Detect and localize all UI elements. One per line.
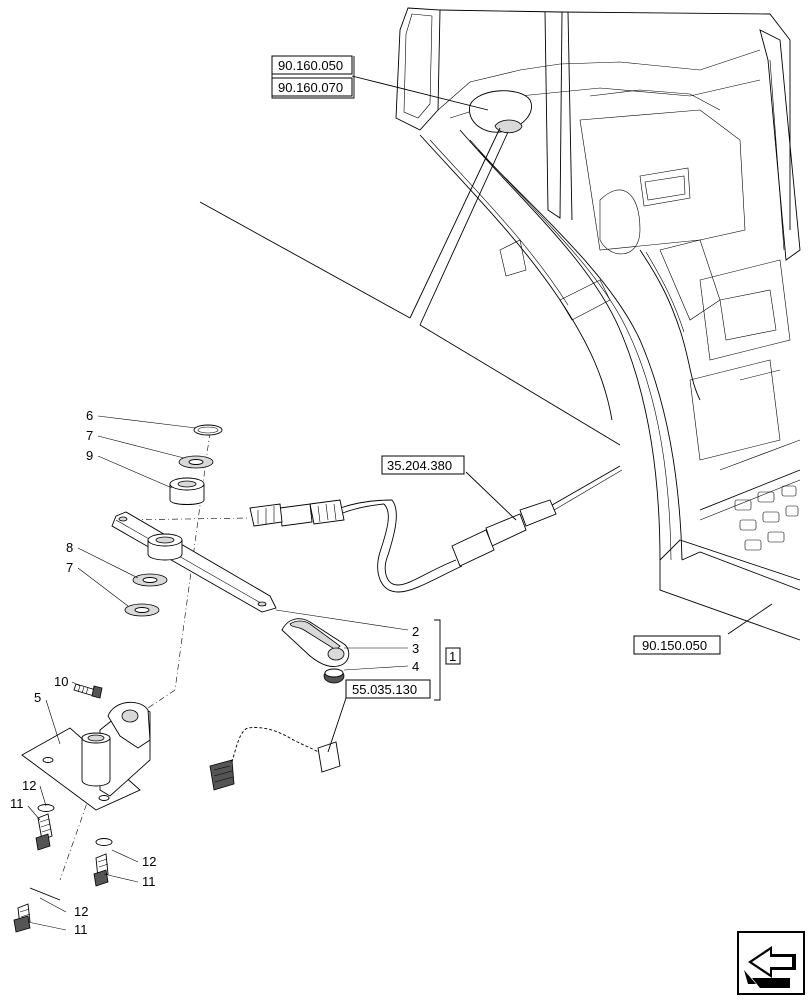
exploded-parts	[13, 424, 350, 933]
callout-6: 6	[86, 408, 93, 423]
callout-11c: 11	[74, 922, 88, 937]
callout-2: 2	[412, 624, 419, 639]
cab-structure	[395, 7, 801, 641]
reference-label-r5: 55.035.130	[352, 682, 417, 697]
callout-11a: 11	[10, 796, 24, 811]
callout-7b: 7	[66, 560, 73, 575]
group-bracket: 1	[434, 619, 461, 701]
lever-arm-part	[111, 511, 277, 613]
reference-label-r3: 35.204.380	[387, 458, 452, 473]
callout-7a: 7	[86, 428, 93, 443]
callout-12b: 12	[142, 854, 156, 869]
callout-numbers: 6 7 9 8 7 2 3 4 10 5 12 11 12 11 12 11	[10, 408, 419, 937]
leader-lines	[27, 75, 773, 931]
callout-4: 4	[412, 659, 419, 674]
callout-9: 9	[86, 448, 93, 463]
callout-11b: 11	[142, 874, 156, 889]
callout-3: 3	[412, 641, 419, 656]
callout-5: 5	[34, 690, 41, 705]
reference-boxes: 90.160.050 90.160.070 35.204.380 90.150.…	[271, 55, 721, 699]
group-label: 1	[449, 649, 456, 664]
reference-label-r1: 90.160.050	[278, 58, 343, 73]
reference-label-r2: 90.160.070	[278, 80, 343, 95]
reference-label-r4: 90.150.050	[642, 638, 707, 653]
callout-12a: 12	[22, 778, 36, 793]
section-lines	[199, 127, 621, 446]
callout-8: 8	[66, 540, 73, 555]
connector-part	[209, 759, 235, 791]
callout-10: 10	[54, 674, 68, 689]
back-arrow-icon[interactable]	[737, 931, 805, 995]
callout-12c: 12	[74, 904, 88, 919]
cable-assembly	[249, 465, 623, 593]
